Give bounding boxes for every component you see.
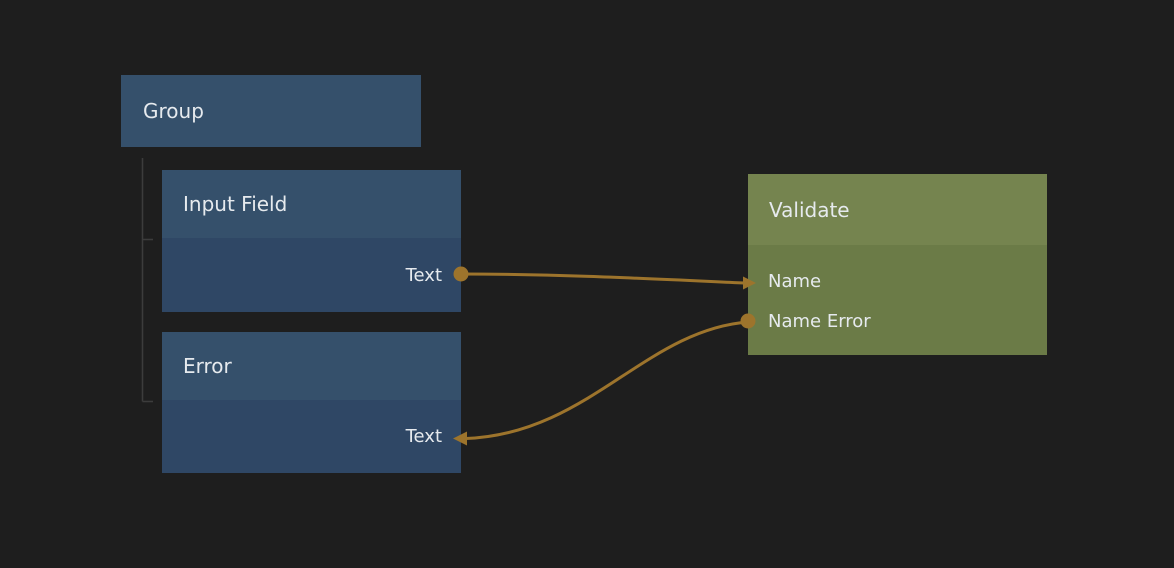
node-validate-body: Name Name Error	[748, 245, 1047, 355]
group-children-tree-line	[141, 158, 153, 403]
node-error-title: Error	[183, 354, 232, 378]
port-label-validate-name-input: Name	[768, 270, 822, 292]
port-row-validate-name-error[interactable]: Name Error	[748, 301, 1047, 341]
node-validate-header[interactable]: Validate	[748, 174, 1047, 245]
node-error-header[interactable]: Error	[162, 332, 461, 400]
node-error[interactable]: Error Text	[162, 332, 461, 473]
node-input-field[interactable]: Input Field Text	[162, 170, 461, 312]
port-label-validate-name-error-output: Name Error	[768, 310, 871, 332]
port-label-error-text-input: Text	[405, 426, 442, 447]
port-row-validate-name[interactable]: Name	[748, 261, 1047, 301]
node-group[interactable]: Group	[121, 75, 421, 147]
node-input-field-title: Input Field	[183, 192, 288, 216]
node-input-field-body: Text	[162, 238, 461, 312]
node-error-body: Text	[162, 400, 461, 473]
node-group-title: Group	[143, 99, 204, 123]
node-input-field-header[interactable]: Input Field	[162, 170, 461, 238]
wire-text-to-name[interactable]	[460, 272, 745, 285]
node-validate-title: Validate	[769, 197, 850, 222]
wire-name-error-to-text[interactable]	[465, 320, 749, 440]
node-validate[interactable]: Validate Name Name Error	[748, 174, 1047, 355]
port-label-input-field-text-output: Text	[405, 264, 442, 286]
